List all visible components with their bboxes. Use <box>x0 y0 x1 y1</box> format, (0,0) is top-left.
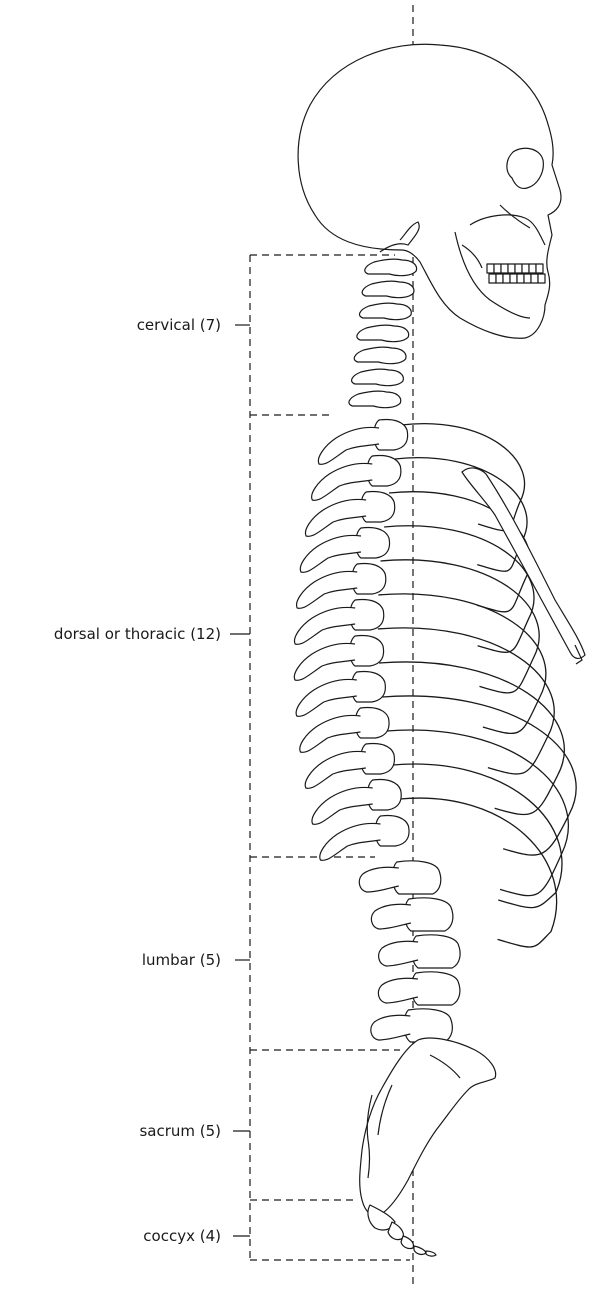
label-cervical: cervical (7) <box>137 316 221 334</box>
label-lumbar: lumbar (5) <box>142 951 221 969</box>
label-sacrum: sacrum (5) <box>139 1122 221 1140</box>
lumbar-vertebra-body <box>405 898 453 931</box>
cervical-vertebra <box>354 347 406 364</box>
rib <box>380 560 539 693</box>
lumbar-vertebra-body <box>404 1009 452 1042</box>
cervical-vertebra <box>365 259 417 276</box>
cervical-vertebra <box>352 369 404 386</box>
thoracic-spinous-process <box>296 679 357 716</box>
thoracic-spinous-process <box>294 643 355 680</box>
sacrum <box>360 1038 496 1216</box>
thoracic-spinous-process <box>305 751 366 788</box>
lumbar-spinous-process <box>371 1015 410 1040</box>
lumbar-spinous-process <box>378 978 417 1003</box>
cervical-vertebra <box>362 281 414 298</box>
thoracic-spinous-process <box>312 787 373 824</box>
thoracic-spinous-process <box>300 535 361 572</box>
thoracic-spinous-process <box>305 499 366 536</box>
lumbar-vertebra-body <box>412 972 460 1005</box>
label-thoracic: dorsal or thoracic (12) <box>54 625 221 643</box>
skull <box>298 44 561 338</box>
thoracic-spinous-process <box>300 715 361 752</box>
lumbar-vertebra-body <box>393 861 441 894</box>
lumbar-spinous-process <box>379 941 418 966</box>
cervical-vertebra <box>360 303 412 320</box>
lumbar-spinous-process <box>359 867 398 892</box>
cervical-vertebra <box>357 325 409 342</box>
rib <box>382 696 576 855</box>
vertebral-column <box>294 259 460 1042</box>
thoracic-spinous-process <box>295 607 356 644</box>
label-coccyx: coccyx (4) <box>143 1227 221 1245</box>
rib <box>379 662 564 815</box>
thoracic-spinous-process <box>297 571 358 608</box>
coccyx <box>368 1205 436 1256</box>
rib <box>378 594 546 734</box>
thoracic-spinous-process <box>320 823 381 860</box>
cervical-vertebra <box>349 391 401 408</box>
lumbar-spinous-process <box>371 904 410 929</box>
lumbar-vertebra-body <box>412 935 460 968</box>
